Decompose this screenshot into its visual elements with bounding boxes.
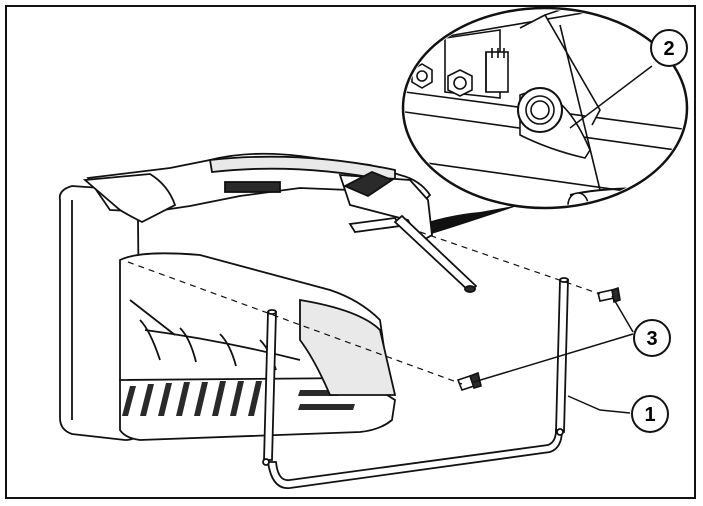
callout-circle [650, 29, 688, 67]
callout-label: 2 [663, 38, 674, 60]
callout-2: 2 [650, 29, 688, 67]
bolt-left [456, 371, 482, 391]
detail-view [401, 6, 689, 236]
front-slots [122, 381, 355, 416]
callout-label: 3 [646, 328, 657, 350]
callout-1: 1 [631, 395, 669, 433]
callout-circle [633, 319, 671, 357]
tie-rod [348, 214, 478, 294]
callout-circle [631, 395, 669, 433]
top-vent [224, 181, 281, 193]
cabinet-body [58, 152, 433, 441]
callout-label: 1 [644, 404, 655, 426]
handle-bar [262, 277, 569, 489]
alignment-lines [127, 231, 601, 385]
left-flap [82, 173, 177, 224]
detail-pivot [517, 87, 591, 159]
callout-leaders [473, 65, 653, 414]
detail-nut-left [411, 63, 433, 89]
detail-nut-right [447, 69, 473, 97]
callout-3: 3 [633, 319, 671, 357]
detail-leader-wedge [410, 205, 520, 236]
bolt-right [597, 286, 621, 304]
